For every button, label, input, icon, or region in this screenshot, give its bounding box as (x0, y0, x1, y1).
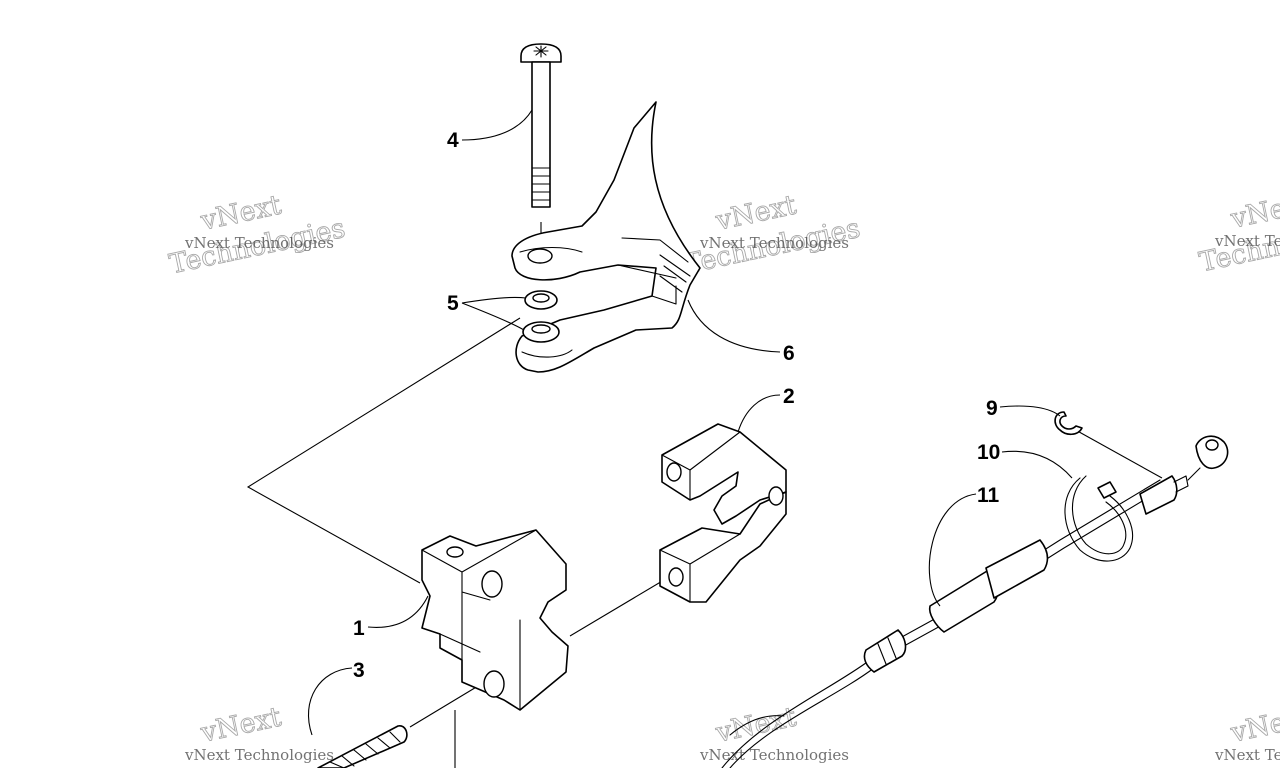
assembly-line-housing-to-block (569, 579, 665, 637)
callout-5: 5 (447, 292, 459, 315)
watermark-brand: vNext (1227, 702, 1280, 749)
callout-2: 2 (783, 385, 795, 408)
watermark-text: vNext Technologies (184, 746, 334, 764)
assembly-line-clip-to-cable (1071, 427, 1163, 479)
leader-4 (461, 109, 533, 141)
assembly-line-lever-to-housing (246, 317, 521, 584)
callout-11: 11 (977, 484, 1000, 507)
watermark-text: vNext Technologies (1214, 232, 1280, 250)
watermark-brand: vNext (1227, 188, 1280, 235)
leader-3 (307, 667, 353, 736)
callout-6: 6 (783, 342, 795, 365)
watermark-top-left: vNext Technologies vNext Technologies (166, 189, 348, 281)
housing-part (421, 529, 569, 711)
leader-1 (367, 595, 429, 628)
callout-4: 4 (447, 129, 459, 152)
watermark-top-center: vNext Technologies vNext Technologies (681, 189, 863, 281)
cable-tie-part (1064, 475, 1134, 562)
e-clip-part (1054, 411, 1083, 436)
leader-9 (999, 405, 1061, 417)
callout-3: 3 (353, 659, 365, 682)
leader-11 (928, 493, 977, 607)
watermark-brand: vNext (197, 702, 284, 749)
lever-part (511, 101, 701, 373)
watermark-top-right: vNext Technologies vNext Technologies (1196, 187, 1280, 279)
cable-part (721, 435, 1229, 768)
watermark-bottom-right: vNext vNext Technologies (1214, 701, 1280, 764)
stud-part (317, 725, 408, 768)
callout-9: 9 (986, 397, 998, 420)
bolt-part (520, 43, 562, 236)
leader-10 (1001, 450, 1073, 479)
leader-5a (461, 296, 527, 304)
callout-10: 10 (977, 441, 1000, 464)
watermark-text: vNext Technologies (1214, 746, 1280, 764)
leader-6 (687, 299, 781, 353)
watermark-text: vNext Technologies (184, 234, 334, 252)
watermark-text: vNext Technologies (699, 746, 849, 764)
watermark-text: vNext Technologies (699, 234, 849, 252)
block-part (659, 423, 787, 603)
watermark-brand: vNext (712, 702, 799, 749)
bushing-part (522, 290, 560, 343)
watermark-bottom-center: vNext vNext Technologies (699, 701, 849, 764)
watermark-bottom-left: vNext vNext Technologies (184, 701, 334, 764)
leader-2 (737, 394, 781, 433)
leader-5b (461, 302, 525, 331)
callout-1: 1 (353, 617, 365, 640)
